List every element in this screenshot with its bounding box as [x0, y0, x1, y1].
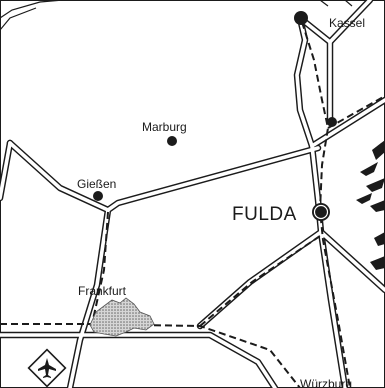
airplane-icon	[27, 348, 67, 388]
city-label-kassel: Kassel	[329, 16, 365, 30]
marburg-marker[interactable]	[167, 136, 177, 146]
city-label-giessen: Gießen	[77, 177, 116, 191]
kassel-marker[interactable]	[294, 11, 308, 25]
city-label-frankfurt: Frankfurt	[78, 284, 127, 298]
city-label-fulda: FULDA	[232, 204, 297, 225]
border-line	[0, 0, 353, 31]
giessen-marker[interactable]	[93, 191, 103, 201]
fulda-marker[interactable]	[312, 203, 330, 221]
hill-hatching	[356, 140, 385, 270]
junction-marker	[327, 117, 337, 127]
railway-network	[0, 21, 385, 388]
city-label-wuerzburg: Würzburg	[300, 377, 352, 388]
frankfurt-urban-area	[89, 297, 155, 337]
city-label-marburg: Marburg	[142, 120, 187, 134]
